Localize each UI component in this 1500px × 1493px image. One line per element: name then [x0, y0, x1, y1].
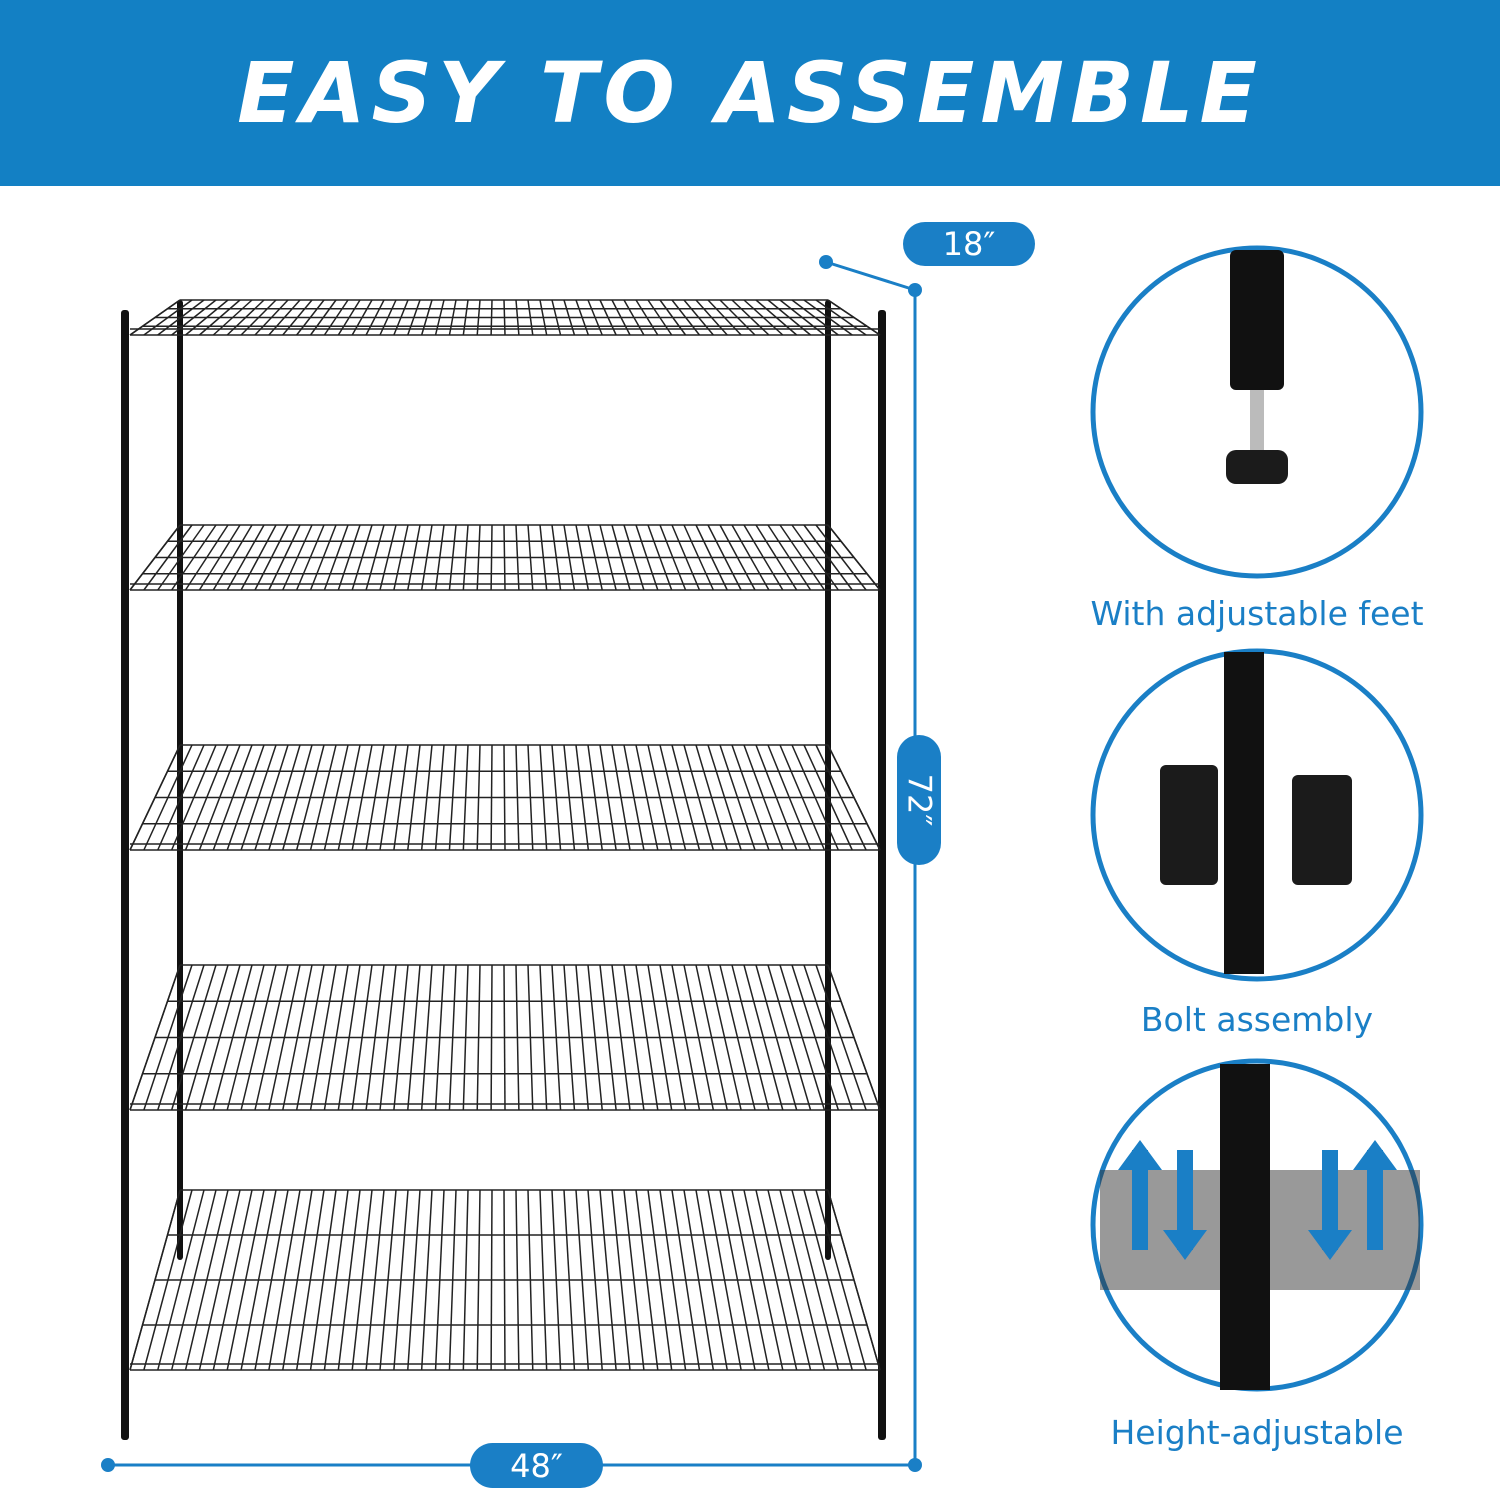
- feature-label-height: Height-adjustable: [1110, 1413, 1404, 1452]
- width-label: 48″: [470, 1443, 603, 1488]
- post-detail: [1220, 1064, 1270, 1390]
- wire-shelf: [129, 299, 881, 336]
- arrow-head: [1163, 1230, 1207, 1260]
- feature-label-bolt: Bolt assembly: [1140, 1000, 1374, 1039]
- depth-label: 18″: [903, 222, 1035, 266]
- post: [121, 310, 129, 1440]
- clip-half: [1292, 775, 1352, 885]
- header-banner: EASY TO ASSEMBLE: [0, 0, 1500, 186]
- dimension-dot: [908, 283, 922, 297]
- arrow-head: [1308, 1230, 1352, 1260]
- clip-bolt-icon: [1160, 765, 1218, 885]
- post: [825, 300, 831, 1260]
- bolt-thread: [1250, 390, 1264, 450]
- height-label-box: 72″: [897, 735, 941, 865]
- feature-label-feet: With adjustable feet: [1090, 594, 1424, 633]
- wire-shelf: [129, 964, 881, 1111]
- page-title: EASY TO ASSEMBLE: [237, 44, 1263, 142]
- dimension-dot: [101, 1458, 115, 1472]
- depth-line: [825, 260, 916, 292]
- post: [177, 300, 183, 1260]
- arrow-head: [1353, 1140, 1397, 1170]
- arrow-head: [1118, 1140, 1162, 1170]
- wire-shelf: [129, 1189, 881, 1371]
- wire-shelf: [129, 744, 881, 851]
- wire-shelf: [129, 524, 881, 591]
- dimension-dot: [908, 1458, 922, 1472]
- post-detail: [1224, 652, 1264, 974]
- post-detail: [1230, 250, 1284, 390]
- adjustable-foot-icon: [1226, 450, 1288, 484]
- height-label: 72″: [900, 773, 939, 827]
- post: [878, 310, 886, 1440]
- dimension-dot: [819, 255, 833, 269]
